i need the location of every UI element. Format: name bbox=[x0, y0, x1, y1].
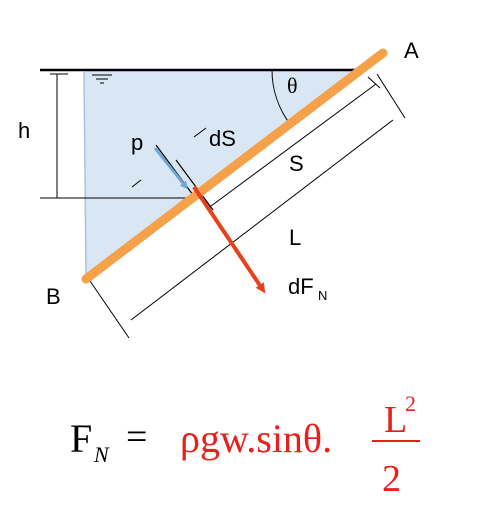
l-extension-top bbox=[376, 73, 406, 119]
formula-exponent: 2 bbox=[405, 391, 416, 416]
pressure-arrow bbox=[153, 147, 188, 190]
l-dimension-line bbox=[130, 119, 394, 321]
normal-force-arrow bbox=[192, 185, 266, 294]
label-h: h bbox=[18, 118, 30, 143]
label-b: B bbox=[46, 284, 61, 309]
ds-tick-lower bbox=[175, 159, 214, 211]
label-l: L bbox=[289, 225, 301, 250]
formula-lhs-subscript: N bbox=[93, 442, 110, 467]
label-dfn: dF N bbox=[288, 274, 327, 303]
label-a: A bbox=[404, 38, 419, 63]
formula: F N = ρgw.sinθ. L 2 2 bbox=[70, 391, 420, 500]
s-extension-top bbox=[367, 76, 381, 89]
formula-numerator: L bbox=[384, 399, 407, 441]
ds-leader-upper bbox=[193, 127, 207, 138]
label-ds: dS bbox=[209, 126, 236, 151]
inclined-plate bbox=[81, 48, 388, 284]
free-surface-icon bbox=[92, 74, 112, 84]
formula-denominator: 2 bbox=[382, 458, 401, 500]
formula-lhs: F bbox=[70, 416, 92, 461]
l-extension-bottom bbox=[89, 280, 130, 339]
label-p: p bbox=[131, 130, 143, 155]
label-theta: θ bbox=[287, 73, 298, 98]
label-df: dF bbox=[288, 274, 314, 299]
s-dimension-line bbox=[206, 83, 377, 210]
ds-leader-lower bbox=[131, 179, 142, 188]
theta-arc bbox=[271, 69, 291, 125]
formula-rhs: ρgw.sinθ. bbox=[180, 416, 332, 461]
label-s: S bbox=[289, 151, 304, 176]
water-left-edge bbox=[83, 71, 87, 276]
formula-equals: = bbox=[126, 416, 147, 458]
label-df-subscript: N bbox=[318, 288, 327, 303]
